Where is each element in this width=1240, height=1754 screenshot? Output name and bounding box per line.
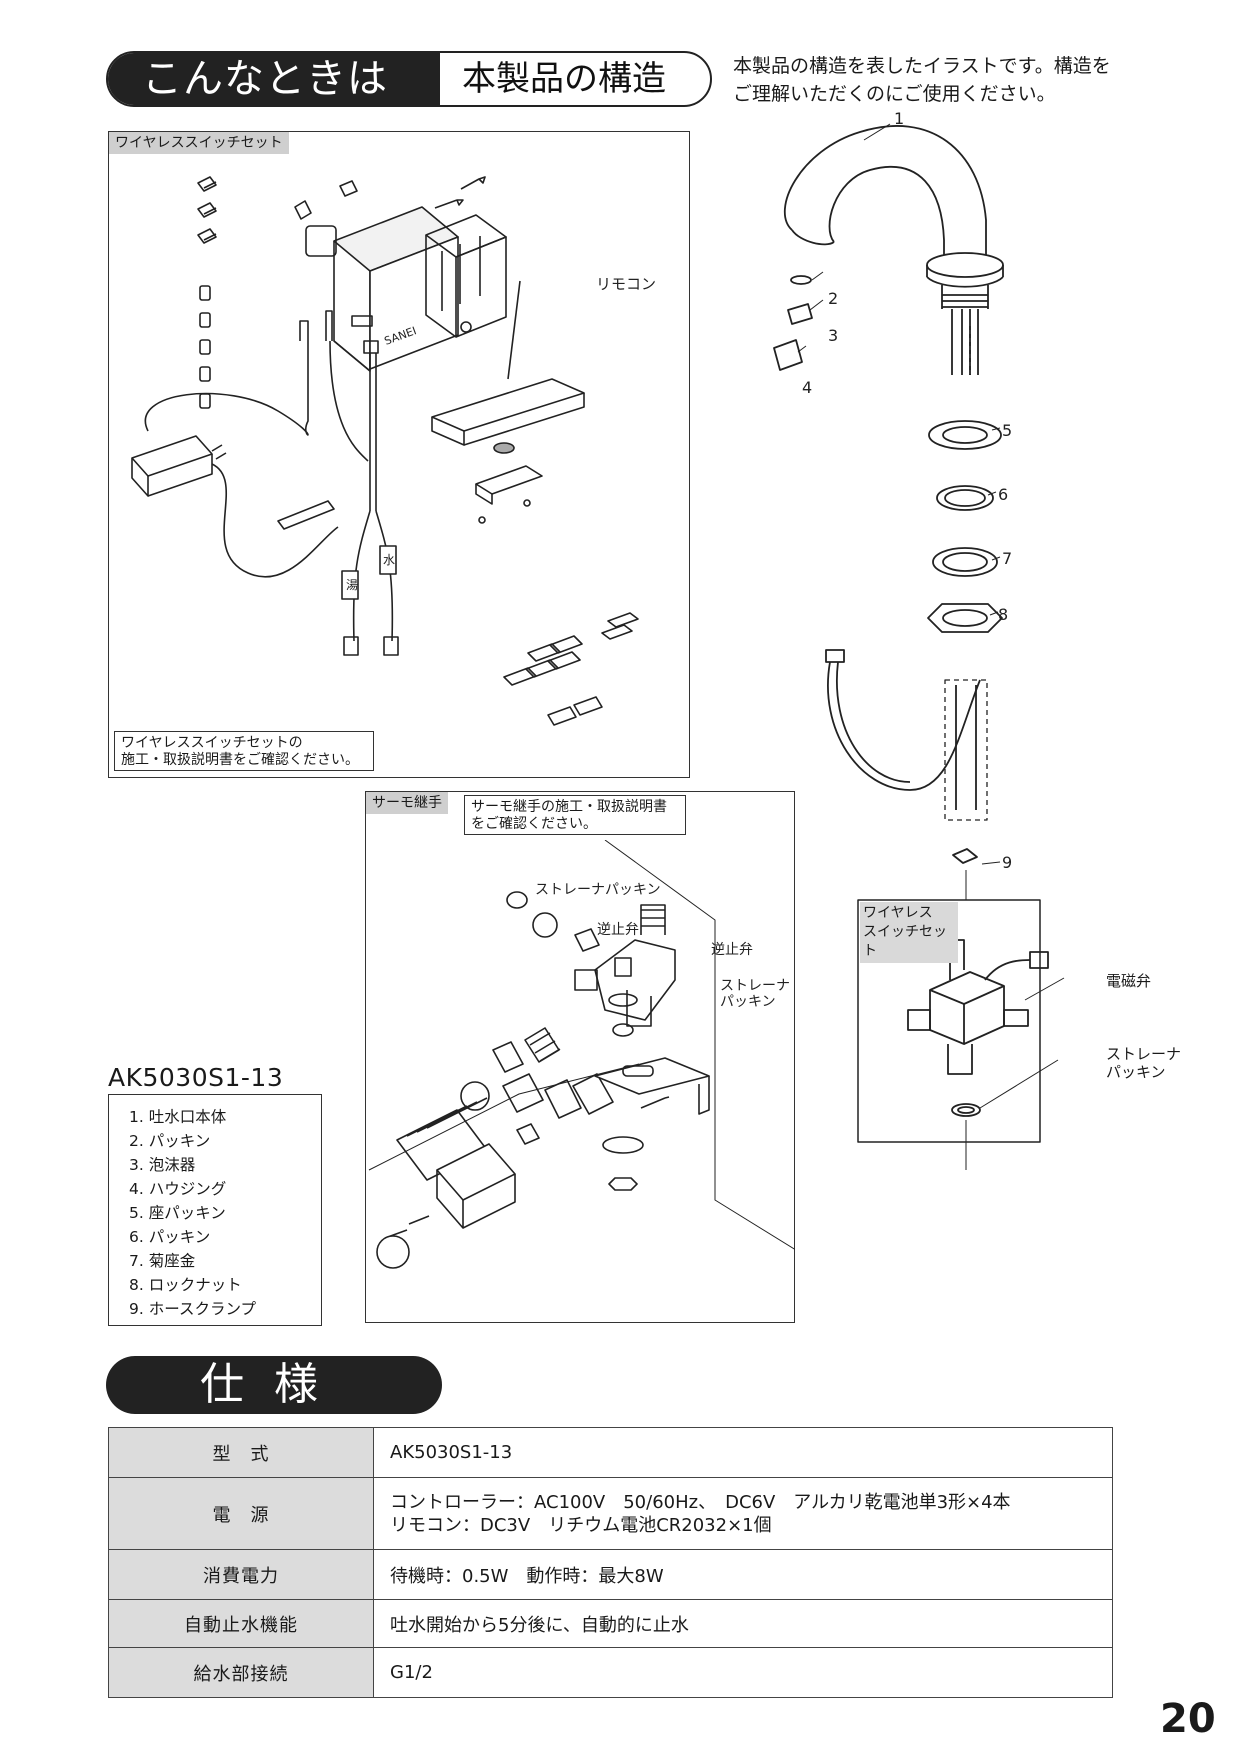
- list-item: 2. パッキン: [129, 1132, 211, 1150]
- list-item: 8. ロックナット: [129, 1276, 242, 1294]
- spec-label: 消費電力: [108, 1549, 374, 1600]
- faucet-exploded-diagram: 1 2 3 4 5 6 7 8 9: [773, 110, 1065, 1170]
- svg-text:3: 3: [828, 326, 838, 345]
- section-header-subtitle: 本製品の構造: [462, 59, 666, 99]
- spec-label: 給水部接続: [108, 1647, 374, 1698]
- housing-part-4: [773, 339, 803, 371]
- list-item: 1. 吐水口本体: [129, 1108, 227, 1126]
- inner-box-label-line: ワイヤレス: [863, 905, 933, 921]
- clip-parts: [197, 176, 217, 409]
- spec-value: 吐水開始から5分後に、自動的に止水: [373, 1599, 1113, 1648]
- mounting-bracket: [425, 214, 507, 338]
- section-header-title: こんなときは: [108, 53, 440, 105]
- check-valve-2-label: 逆止弁: [711, 942, 753, 958]
- hose-clamp-part-9: [952, 848, 978, 864]
- list-item: 6. パッキン: [129, 1228, 211, 1246]
- wireless-set-illustration: SANEI: [131, 176, 656, 726]
- svg-text:2: 2: [828, 289, 838, 308]
- wireless-set-label: ワイヤレススイッチセット: [109, 132, 289, 154]
- spec-label: 型 式: [108, 1427, 374, 1478]
- svg-text:6: 6: [998, 485, 1008, 504]
- inner-box-label: ワイヤレス スイッチセット: [860, 902, 958, 963]
- check-valve-1-label: 逆止弁: [597, 922, 639, 938]
- thermo-bracket: [594, 1057, 710, 1115]
- intro-line: ご理解いただくのにご使用ください。: [733, 83, 1056, 105]
- list-item: 5. 座パッキン: [129, 1204, 226, 1222]
- spec-label: 自動止水機能: [108, 1599, 374, 1648]
- solenoid-label: 電磁弁: [1106, 972, 1152, 990]
- thermo-joint-note: サーモ継手の施工・取扱説明書 をご確認ください。: [464, 795, 686, 835]
- table-row: 消費電力 待機時：0.5W 動作時：最大8W: [108, 1549, 1113, 1600]
- thermo-joint-label: サーモ継手: [366, 792, 448, 814]
- thermo-handle: [376, 1143, 516, 1269]
- svg-text:水: 水: [383, 553, 395, 567]
- wireless-set-note: ワイヤレススイッチセットの 施工・取扱説明書をご確認ください。: [114, 731, 374, 771]
- note-line: をご確認ください。: [471, 816, 597, 832]
- table-row: 型 式 AK5030S1-13: [108, 1427, 1113, 1478]
- intro-text: 本製品の構造を表したイラストです。構造を ご理解いただくのにご使用ください。: [733, 52, 1153, 108]
- strainer-packing-2-label-2: パッキン: [720, 994, 776, 1010]
- svg-text:7: 7: [1002, 549, 1012, 568]
- strainer-label-line: ストレーナ: [1106, 1045, 1182, 1063]
- spec-label: 電 源: [108, 1477, 374, 1550]
- spec-value: 待機時：0.5W 動作時：最大8W: [373, 1549, 1113, 1600]
- spec-table: 型 式 AK5030S1-13 電 源 コントローラー：AC100V 50/60…: [108, 1427, 1113, 1698]
- ac-adapter: [131, 310, 369, 578]
- spec-header: 仕様: [106, 1356, 442, 1414]
- note-line: ワイヤレススイッチセットの: [121, 735, 303, 751]
- note-line: サーモ継手の施工・取扱説明書: [471, 799, 667, 815]
- list-item: 3. 泡沫器: [129, 1156, 196, 1174]
- strainer-packing-1-label: ストレーナパッキン: [535, 882, 661, 898]
- wire-harness: 湯 水: [341, 340, 399, 656]
- strainer-packing-2-label-1: ストレーナ: [720, 978, 790, 994]
- parts-list: 1. 吐水口本体 2. パッキン 3. 泡沫器 4. ハウジング 5. 座パッキ…: [108, 1094, 322, 1326]
- spec-value: AK5030S1-13: [373, 1427, 1113, 1478]
- note-line: 施工・取扱説明書をご確認ください。: [121, 752, 359, 768]
- spec-value: G1/2: [373, 1647, 1113, 1698]
- intro-line: 本製品の構造を表したイラストです。構造を: [733, 55, 1111, 77]
- washer-stack: [927, 420, 1003, 633]
- remote-control: [431, 280, 585, 524]
- strainer-label-line: パッキン: [1106, 1063, 1166, 1081]
- model-title: AK5030S1-13: [108, 1063, 284, 1092]
- lock-nut-part-8: [927, 603, 1003, 633]
- thermo-joint-illustration: ストレーナパッキン 逆止弁 逆止弁 ストレーナ パッキン: [368, 840, 795, 1269]
- strainer-label: ストレーナ パッキン: [1106, 1045, 1181, 1081]
- aerator-part-3: [787, 303, 813, 325]
- spout-body: [783, 125, 1004, 375]
- sensor-cable: [825, 649, 981, 791]
- table-row: 自動止水機能 吐水開始から5分後に、自動的に止水: [108, 1599, 1113, 1648]
- svg-text:8: 8: [998, 605, 1008, 624]
- inner-box-label-line: スイッチセット: [863, 924, 947, 959]
- remote-label: リモコン: [596, 275, 656, 293]
- spec-value: コントローラー：AC100V 50/60Hz、 DC6V アルカリ乾電池単3形×…: [373, 1477, 1113, 1550]
- list-item: 7. 菊座金: [129, 1252, 196, 1270]
- packing-part-2: [790, 275, 812, 285]
- wireless-set-box: ワイヤレススイッチセット: [108, 131, 690, 778]
- svg-text:湯: 湯: [346, 578, 358, 592]
- list-item: 9. ホースクランプ: [129, 1300, 256, 1318]
- page-number: 20: [1160, 1696, 1216, 1742]
- strainer-packing: [951, 1103, 981, 1117]
- svg-text:5: 5: [1002, 421, 1012, 440]
- list-item: 4. ハウジング: [129, 1180, 227, 1198]
- table-row: 電 源 コントローラー：AC100V 50/60Hz、 DC6V アルカリ乾電池…: [108, 1477, 1113, 1550]
- svg-text:4: 4: [802, 378, 812, 397]
- section-header: こんなときは 本製品の構造: [106, 51, 712, 107]
- controller-box: SANEI: [305, 206, 459, 372]
- table-row: 給水部接続 G1/2: [108, 1647, 1113, 1698]
- thermo-joint-box: サーモ継手: [365, 791, 795, 1323]
- solenoid-valve: [907, 939, 1049, 1075]
- svg-text:1: 1: [894, 110, 904, 128]
- svg-text:9: 9: [1002, 853, 1012, 872]
- adhesive-pads: [503, 612, 639, 726]
